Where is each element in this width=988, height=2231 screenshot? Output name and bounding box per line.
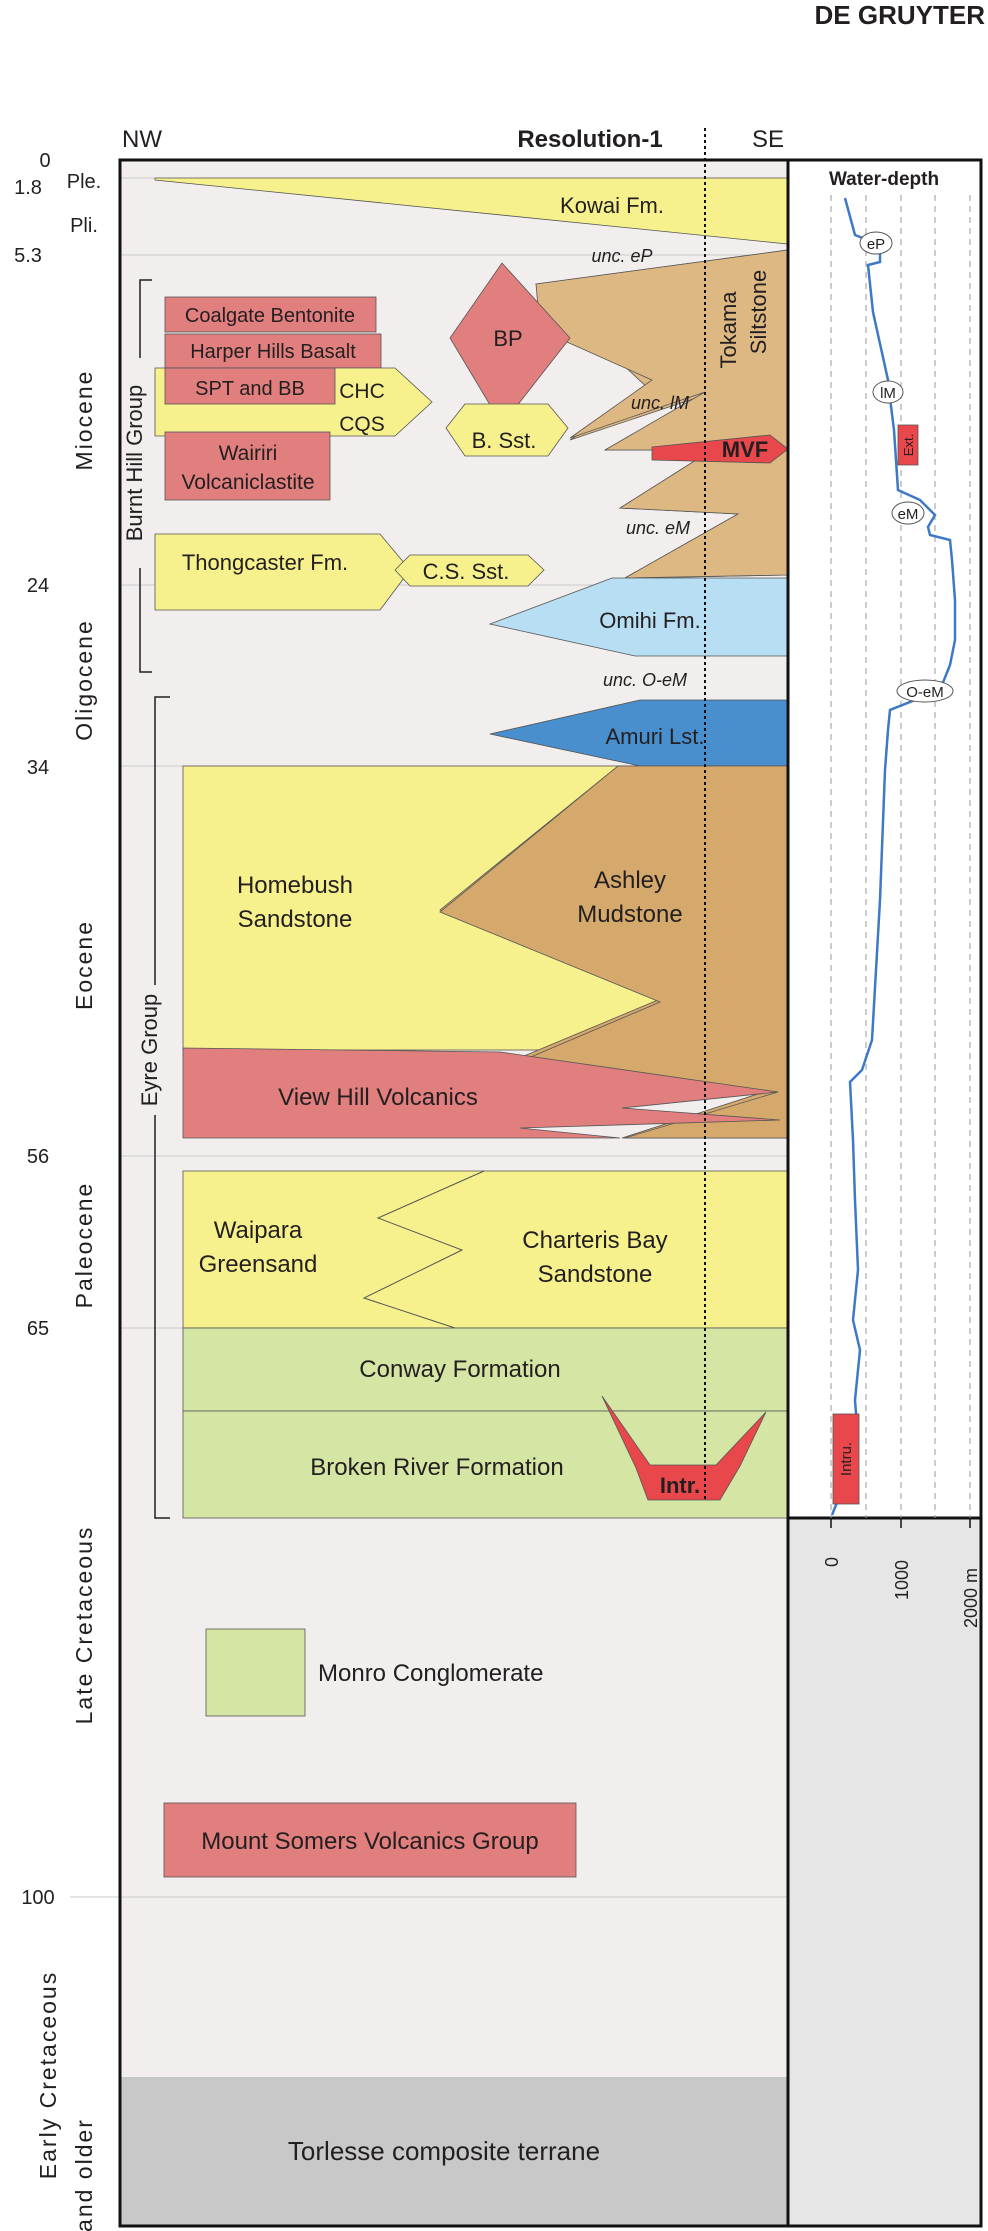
age-0: 0 [39,150,50,172]
epoch-early-cretaceous-1: Early Cretaceous [35,1971,61,2179]
intr-label: Intr. [660,1473,700,1498]
wairiri-label-2: Volcaniclastite [181,471,314,494]
mount-somers-volcanics [163,1802,577,1878]
chc-label: CHC [339,380,385,403]
marker-lm-label: lM [880,385,896,402]
ext-label: Ext. [901,434,916,456]
coalgate-bentonite [164,296,377,333]
view-hill-label: View Hill Volcanics [278,1084,478,1111]
epoch-oligocene: Oligocene [71,619,97,741]
se-label: SE [752,126,784,153]
marker-oem-label: O-eM [906,684,944,701]
thongcaster-label: Thongcaster Fm. [182,550,348,575]
wairiri-label-1: Wairiri [219,442,278,465]
ext-box [897,424,919,466]
amuri-label: Amuri Lst. [605,724,704,749]
broken-river-label: Broken River Formation [310,1454,563,1481]
torlesse-label: Torlesse composite terrane [288,2136,600,2166]
age-5-3: 5.3 [14,245,42,267]
tokama-label-1: Tokama [716,291,741,369]
monro-conglomerate-swatch [205,1628,306,1717]
kowai-label: Kowai Fm. [560,193,664,218]
view-hill-volcanics [182,1047,781,1139]
water-depth-gridlines [830,195,971,1518]
mount-somers-label: Mount Somers Volcanics Group [201,1828,539,1855]
epoch-paleocene: Paleocene [71,1182,97,1309]
unc-em-label: unc. eM [626,518,690,538]
water-depth-tick-1000: 1000 [892,1560,912,1600]
epoch-miocene: Miocene [71,370,97,471]
water-depth-frame [786,158,983,2228]
homebush-label-2: Sandstone [238,906,353,933]
ashley-label-1: Ashley [594,867,666,894]
water-depth-title: Water-depth [829,169,939,190]
spt-and-bb [164,367,336,405]
ashley-label-2: Mudstone [577,901,682,928]
b-sst-unit [445,403,569,457]
waipara-charteris-contact [362,1170,485,1329]
cs-sst-unit [394,554,545,587]
cs-sst-label: C.S. Sst. [423,559,510,584]
unc-ep-label: unc. eP [591,246,652,266]
marker-em: eM [891,501,925,525]
epoch-late-cretaceous: Late Cretaceous [71,1526,97,1725]
spt-label: SPT and BB [195,378,305,400]
coalgate-label: Coalgate Bentonite [185,305,355,327]
harper-hills-basalt [164,333,382,369]
conway-formation [182,1327,789,1412]
epoch-eocene: Eocene [71,920,97,1010]
epoch-pliocene: Pli. [70,215,98,237]
torlesse-terrane [120,2077,788,2226]
harper-label: Harper Hills Basalt [190,341,356,363]
water-depth-panel-lower [788,1518,981,2226]
water-depth-tick-0: 0 [822,1557,842,1567]
monro-label: Monro Conglomerate [318,1660,543,1687]
marker-ep-label: eP [867,236,885,253]
water-depth-tick-2000: 2000 m [961,1568,981,1628]
age-axis: 0 1.8 5.3 24 34 56 65 100 [14,150,55,1909]
charteris-label-1: Charteris Bay [522,1227,667,1254]
intru-label: Intru. [838,1442,855,1476]
age-65: 65 [27,1318,49,1340]
marker-oem: O-eM [896,679,954,703]
charteris-bay-sandstone [182,1170,789,1329]
water-depth-axis [830,1518,971,1528]
bp-label: BP [493,326,522,351]
waipara-label-2: Greensand [199,1251,318,1278]
age-100: 100 [21,1887,54,1909]
waipara-label-1: Waipara [214,1217,303,1244]
intrusion [601,1395,767,1501]
age-1-8: 1.8 [14,177,42,199]
well-title: Resolution-1 [517,126,662,153]
intru-box [832,1413,860,1505]
wairiri-volcaniclastite [164,431,331,501]
age-56: 56 [27,1146,49,1168]
mvf-label: MVF [722,437,768,462]
marker-em-label: eM [898,506,919,523]
eyre-group-label: Eyre Group [137,994,162,1107]
publisher-logo: DE GRUYTER [815,0,986,30]
marker-ep: eP [859,231,893,255]
burnt-hill-label-bg [129,358,151,568]
age-34: 34 [27,757,49,779]
homebush-label-1: Homebush [237,872,353,899]
epoch-early-cretaceous-2: and older [71,2118,97,2231]
mvf-unit [651,434,789,464]
thongcaster-formation [154,533,411,611]
eyre-label-bg [144,985,166,1115]
conway-label: Conway Formation [359,1356,560,1383]
age-24: 24 [27,575,49,597]
burnt-hill-group-label: Burnt Hill Group [122,385,147,542]
charteris-label-2: Sandstone [538,1261,653,1288]
unc-oem-label: unc. O-eM [603,670,687,690]
cqs-label: CQS [339,413,385,436]
epoch-pleistocene: Ple. [67,171,101,193]
b-sst-label: B. Sst. [472,428,537,453]
tokama-label-2: Siltstone [746,270,771,354]
marker-lm: lM [872,380,904,404]
unc-lm-label: unc. lM [631,393,689,413]
omihi-label: Omihi Fm. [599,608,700,633]
nw-label: NW [122,126,162,153]
